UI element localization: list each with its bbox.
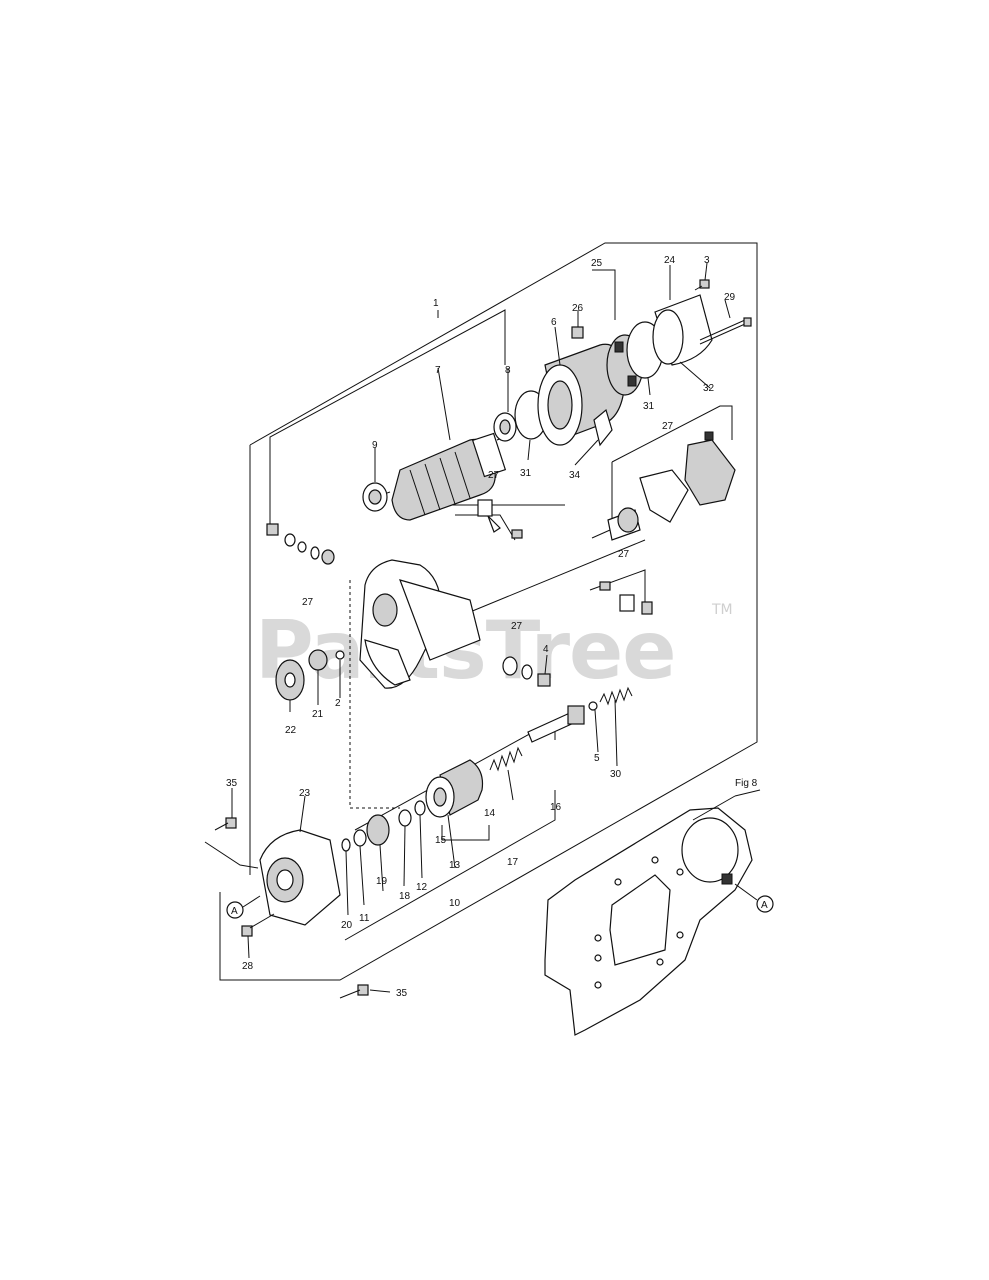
front-bracket — [259, 829, 341, 926]
ring-11 — [353, 829, 367, 847]
connector-a-right: A — [734, 883, 774, 913]
back-plate — [544, 789, 761, 1036]
callout-6: 6 — [551, 317, 557, 328]
brush-spring-34 — [593, 408, 613, 447]
callout-2: 2 — [335, 698, 341, 709]
ball-5 — [588, 701, 598, 711]
gear-21 — [308, 649, 328, 671]
spring-18 — [398, 809, 412, 827]
callout-7: 7 — [435, 365, 441, 376]
callout-12: 12 — [416, 882, 428, 893]
callout-19: 19 — [376, 876, 388, 887]
callout-31-b: 31 — [643, 401, 655, 412]
callout-23: 23 — [299, 788, 311, 799]
callout-27-a: 27 — [302, 597, 314, 608]
planetary-gear-22 — [275, 659, 305, 701]
callout-4: 4 — [543, 644, 549, 655]
bearing-8 — [493, 412, 517, 442]
leader-lines — [204, 262, 731, 993]
callout-32: 32 — [703, 383, 715, 394]
callout-27-d: 27 — [511, 621, 523, 632]
armature — [371, 432, 511, 521]
washer-12 — [414, 800, 426, 816]
clip-20 — [341, 838, 351, 852]
bolt-35-lower — [339, 984, 369, 999]
callout-labels: 1 2 3 4 5 6 7 8 9 10 11 12 13 14 15 16 1… — [226, 255, 736, 999]
gear-housing — [359, 559, 481, 689]
rear-cover — [652, 294, 713, 366]
magnetic-switch — [591, 507, 641, 541]
fig-reference: Fig 8 — [735, 778, 758, 789]
callout-28: 28 — [242, 961, 254, 972]
spring-17 — [489, 746, 523, 772]
callout-5: 5 — [594, 753, 600, 764]
connector-a-left: A — [226, 895, 261, 919]
callout-31-a: 31 — [520, 468, 532, 479]
callout-3: 3 — [704, 255, 710, 266]
svg-text:A: A — [761, 900, 768, 911]
callout-14: 14 — [484, 808, 496, 819]
callout-22: 22 — [285, 725, 297, 736]
callout-24: 24 — [664, 255, 676, 266]
callout-9: 9 — [372, 440, 378, 451]
washer-nut-4 — [502, 656, 551, 687]
through-bolt-29 — [699, 317, 752, 345]
callout-13: 13 — [449, 860, 461, 871]
callout-35-a: 35 — [226, 778, 238, 789]
callout-1: 1 — [433, 298, 439, 309]
callout-30: 30 — [610, 769, 622, 780]
callout-35-b: 35 — [396, 988, 408, 999]
callout-16: 16 — [550, 802, 562, 813]
insulator-27-upper — [477, 499, 523, 539]
callout-34: 34 — [569, 470, 581, 481]
pinion-shaft — [527, 705, 585, 743]
callout-29: 29 — [724, 292, 736, 303]
watermark-trademark: TM — [711, 602, 733, 618]
screw-3 — [694, 279, 710, 291]
gasket-27 — [639, 469, 689, 523]
callout-10: 10 — [449, 898, 461, 909]
callout-27-c: 27 — [618, 549, 630, 560]
svg-text:A: A — [231, 906, 238, 917]
nut-26 — [571, 326, 584, 339]
callout-8: 8 — [505, 365, 511, 376]
bearing-9 — [362, 482, 388, 512]
spring-30 — [599, 686, 633, 706]
callout-21: 21 — [312, 709, 324, 720]
callout-27-b: 27 — [488, 470, 500, 481]
bolt-28 — [241, 913, 275, 937]
pin-2 — [335, 650, 345, 660]
callout-20: 20 — [341, 920, 353, 931]
callout-27-e: 27 — [662, 421, 674, 432]
callout-17: 17 — [507, 857, 519, 868]
callout-25: 25 — [591, 258, 603, 269]
callout-26: 26 — [572, 303, 584, 314]
bolt-35-upper — [214, 817, 237, 831]
insulator-27-right — [599, 581, 653, 615]
overrunning-clutch — [425, 759, 484, 818]
callout-15: 15 — [435, 835, 447, 846]
gear-19 — [366, 814, 390, 846]
callout-18: 18 — [399, 891, 411, 902]
washer-set-27-left — [266, 523, 335, 565]
switch-cover — [684, 431, 736, 506]
callout-11: 11 — [359, 913, 370, 924]
